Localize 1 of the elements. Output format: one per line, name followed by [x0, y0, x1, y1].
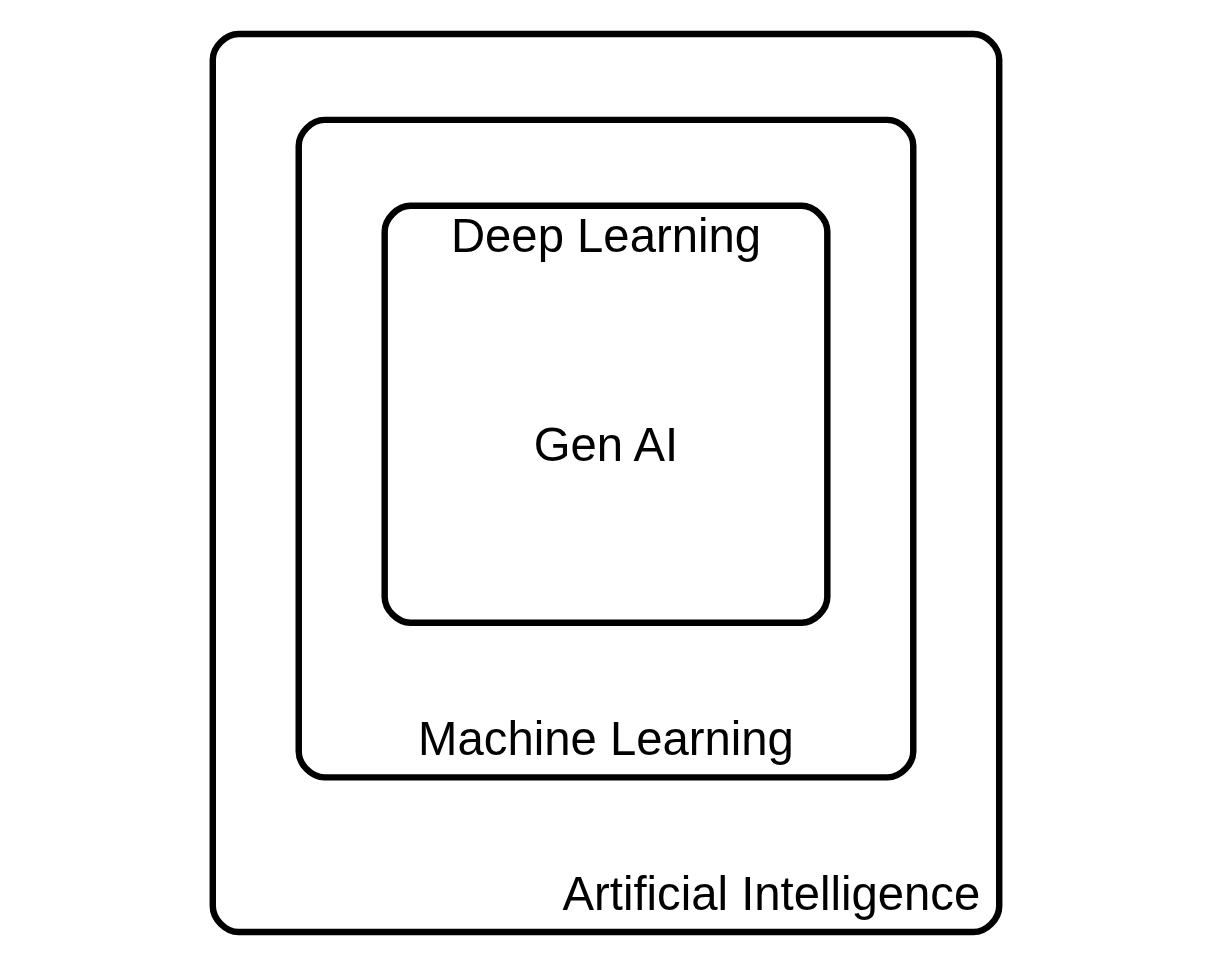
node-text: Gen AI [533, 417, 679, 471]
